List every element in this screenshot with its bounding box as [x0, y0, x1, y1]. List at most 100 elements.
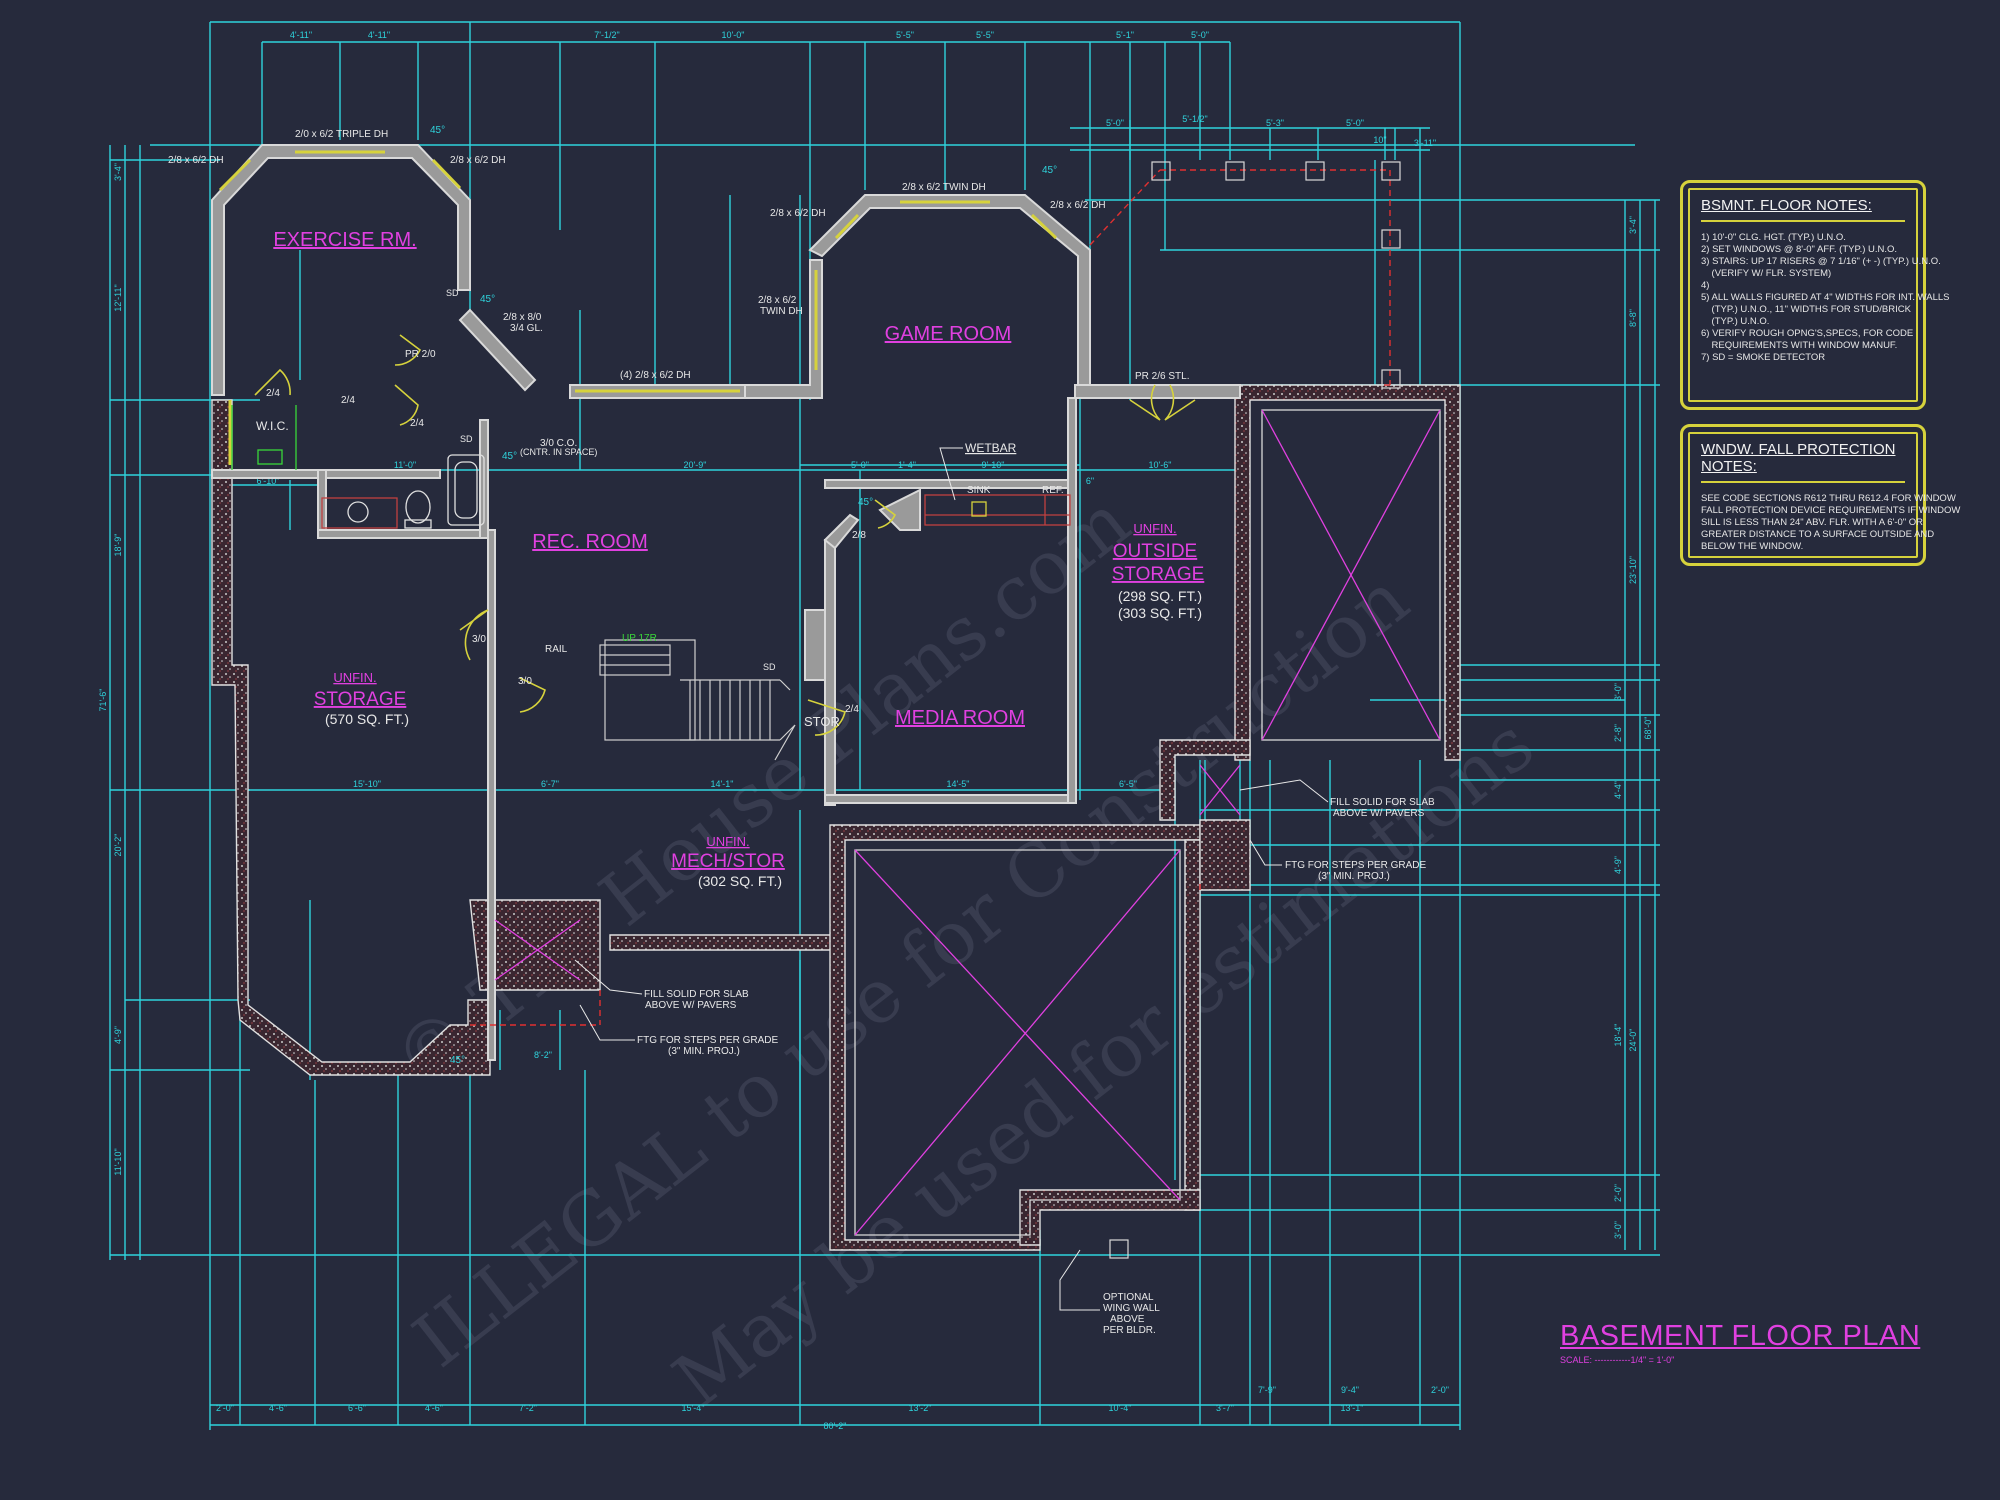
svg-text:6'-6": 6'-6" — [348, 1403, 366, 1413]
svg-text:7'-2": 7'-2" — [519, 1403, 537, 1413]
drawing-title-block: BASEMENT FLOOR PLAN SCALE: ------------1… — [1560, 1320, 1920, 1365]
annotations: W.I.C. WETBAR SINK REF. RAIL UP 17R STOR… — [168, 125, 1435, 1336]
window-gl-2: 3/4 GL. — [510, 323, 543, 334]
angle-45-d: 45° — [858, 497, 873, 508]
svg-text:68'-0": 68'-0" — [1643, 717, 1653, 740]
column-piers — [1109, 161, 1401, 1259]
interior-walls — [211, 144, 1241, 1061]
note-line: 1) 10'-0" CLG. HGT. (TYP.) U.N.O. — [1701, 232, 1846, 243]
svg-text:10": 10" — [1373, 135, 1386, 145]
room-label-outside: OUTSIDE — [1113, 541, 1197, 562]
svg-text:20'-9": 20'-9" — [684, 460, 707, 470]
svg-text:6'-5": 6'-5" — [1119, 779, 1137, 789]
drawing-title: BASEMENT FLOOR PLAN — [1560, 1320, 1921, 1352]
ref-label: REF. — [1042, 485, 1064, 496]
svg-text:5'-0": 5'-0" — [1346, 118, 1364, 128]
svg-text:23'-10": 23'-10" — [1628, 556, 1638, 584]
svg-text:5'-1/2": 5'-1/2" — [1182, 114, 1207, 124]
svg-text:18'-4": 18'-4" — [1613, 1024, 1623, 1047]
unfinished-areas — [494, 409, 1441, 1236]
basement-floor-notes-header: BSMNT. FLOOR NOTES: — [1701, 197, 1905, 222]
fill-note-2a: FILL SOLID FOR SLAB — [1330, 797, 1435, 808]
svg-text:4'-9": 4'-9" — [113, 1026, 123, 1044]
room-label-outside-storage: STORAGE — [1112, 564, 1205, 585]
dimension-labels-right: 3'-4" 8'-8" 23'-10" 68'-0" 3'-0" 2'-8" 4… — [1613, 216, 1653, 1239]
svg-text:5'-5": 5'-5" — [976, 30, 994, 40]
fill-note-1b: ABOVE W/ PAVERS — [645, 1000, 737, 1011]
angle-45-b: 45° — [480, 294, 495, 305]
wetbar-label: WETBAR — [965, 441, 1017, 455]
ftg-note-2b: (3" MIN. PROJ.) — [1318, 871, 1390, 882]
room-label-mech-unfin: UNFIN. — [706, 834, 749, 849]
windows — [218, 150, 1058, 465]
up-label: UP 17R — [622, 633, 657, 644]
ftg-note-1a: FTG FOR STEPS PER GRADE — [637, 1035, 778, 1046]
door-24-b: 2/4 — [341, 395, 355, 406]
note-line: REQUIREMENTS WITH WINDOW MANUF. — [1701, 340, 1898, 351]
svg-text:13'-2": 13'-2" — [909, 1403, 932, 1413]
svg-text:15'-10": 15'-10" — [353, 779, 381, 789]
pr-20-label: PR 2/0 — [405, 349, 436, 360]
dimension-labels-interior: 20'-9" 10'-6" 5'-0" 1'-4" 9'-10" 15'-10"… — [257, 460, 1172, 1060]
door-24-c: 2/4 — [410, 418, 424, 429]
door-30-b: 3/0 — [518, 676, 532, 687]
ftg-note-1b: (3" MIN. PROJ.) — [668, 1046, 740, 1057]
svg-text:11'-0": 11'-0" — [394, 460, 416, 470]
dimension-labels-top: 4'-11" 4'-11" 7'-1/2" 10'-0" 5'-5" 5'-5"… — [290, 30, 1436, 148]
ftg-note-2a: FTG FOR STEPS PER GRADE — [1285, 860, 1426, 871]
window-game-left: 2/8 x 6/2 DH — [770, 208, 826, 219]
svg-text:8'-2": 8'-2" — [534, 1050, 552, 1060]
basement-floor-notes: BSMNT. FLOOR NOTES: 1) 10'-0" CLG. HGT. … — [1680, 180, 1950, 410]
svg-text:6'-7": 6'-7" — [541, 779, 559, 789]
note-line: FALL PROTECTION DEVICE REQUIREMENTS IF W… — [1701, 505, 1961, 516]
note-line: SILL IS LESS THAN 24" ABV. FLR. WITH A 6… — [1701, 517, 1924, 528]
svg-text:5'-0": 5'-0" — [1191, 30, 1209, 40]
optional-note-2: WING WALL — [1103, 1303, 1160, 1314]
svg-text:2'-0": 2'-0" — [1431, 1385, 1449, 1395]
optional-note-3: ABOVE — [1110, 1314, 1145, 1325]
window-twin: 2/8 x 6/2 TWIN DH — [902, 182, 986, 193]
svg-text:4'-6": 4'-6" — [425, 1403, 443, 1413]
svg-text:2'-8": 2'-8" — [1613, 724, 1623, 742]
stairs — [599, 639, 796, 761]
room-label-exercise: EXERCISE RM. — [273, 229, 416, 251]
svg-text:2'-0": 2'-0" — [216, 1403, 234, 1413]
svg-text:3'-7": 3'-7" — [1216, 1403, 1234, 1413]
svg-text:3'-4": 3'-4" — [113, 163, 123, 181]
svg-text:9'-10": 9'-10" — [982, 460, 1005, 470]
window-gl-1: 2/8 x 8/0 — [503, 312, 542, 323]
outside-area-1: (298 SQ. FT.) — [1118, 588, 1202, 604]
svg-text:7'-9": 7'-9" — [1258, 1385, 1276, 1395]
svg-text:3'-0": 3'-0" — [1613, 683, 1623, 701]
note-line: 7) SD = SMOKE DETECTOR — [1701, 352, 1826, 363]
svg-text:3'-4": 3'-4" — [1628, 216, 1638, 234]
svg-text:14'-5": 14'-5" — [947, 779, 970, 789]
window-left: 2/8 x 6/2 DH — [168, 155, 224, 166]
svg-text:12'-11": 12'-11" — [113, 284, 123, 311]
svg-text:18'-9": 18'-9" — [113, 534, 123, 557]
angle-45-c: 45° — [1042, 165, 1057, 176]
svg-text:13'-1": 13'-1" — [1341, 1403, 1364, 1413]
note-line: 2) SET WINDOWS @ 8'-0" AFF. (TYP.) U.N.O… — [1701, 244, 1898, 255]
foundation-walls — [211, 384, 1461, 1251]
svg-text:5'-0": 5'-0" — [851, 460, 869, 470]
svg-text:10'-0": 10'-0" — [722, 30, 745, 40]
window-triple: 2/0 x 6/2 TRIPLE DH — [295, 129, 388, 140]
svg-text:3'-0": 3'-0" — [1613, 1221, 1623, 1239]
svg-text:6": 6" — [1086, 476, 1094, 486]
room-label-outside-unfin: UNFIN. — [1133, 521, 1176, 536]
room-label-rec: REC. ROOM — [532, 531, 648, 553]
note-line: BELOW THE WINDOW. — [1701, 541, 1804, 552]
svg-text:20'-2": 20'-2" — [113, 834, 123, 857]
svg-text:4'-11": 4'-11" — [368, 30, 390, 40]
room-labels: EXERCISE RM. GAME ROOM REC. ROOM MEDIA R… — [273, 229, 1204, 872]
wic-label: W.I.C. — [256, 419, 289, 433]
optional-note-1: OPTIONAL — [1103, 1292, 1154, 1303]
svg-text:15'-4": 15'-4" — [682, 1403, 705, 1413]
sd-label-2: SD — [446, 288, 459, 298]
note-line: 3) STAIRS: UP 17 RISERS @ 7 1/16" (+ -) … — [1701, 256, 1941, 267]
room-label-mech: MECH/STOR — [671, 851, 785, 872]
room-label-media: MEDIA ROOM — [895, 707, 1025, 729]
svg-text:10'-6": 10'-6" — [1149, 460, 1172, 470]
